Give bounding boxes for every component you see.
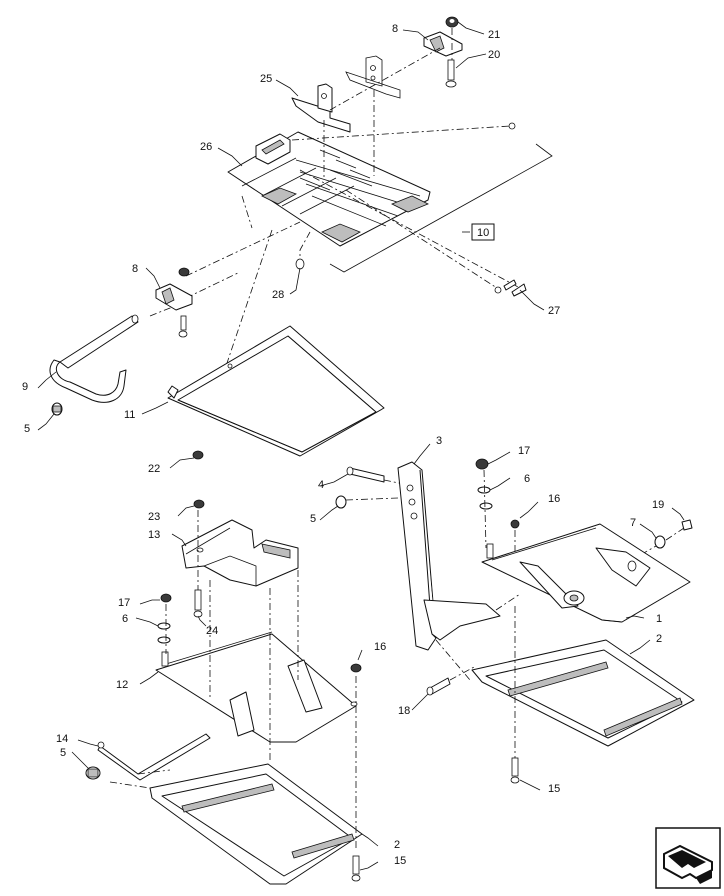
callout-26: 26 — [200, 141, 212, 153]
callout-labels: 8 21 20 25 26 28 27 8 9 5 11 22 23 13 17… — [22, 23, 664, 867]
part-21-nut-top — [445, 16, 459, 28]
part-12-base-plate — [155, 631, 358, 743]
callout-19: 19 — [652, 499, 664, 511]
callout-23: 23 — [148, 511, 160, 523]
callout-5-mid: 5 — [310, 513, 316, 525]
part-27-bolts — [494, 122, 527, 297]
callout-8: 8 — [392, 23, 398, 35]
part-9-tube-handle — [49, 314, 139, 403]
group-10-outline — [329, 143, 553, 273]
part-26-floor-plate-assembly — [227, 131, 431, 247]
callout-17: 17 — [118, 597, 130, 609]
callout-22: 22 — [148, 463, 160, 475]
callout-1: 1 — [656, 613, 662, 625]
callout-6: 6 — [122, 613, 128, 625]
part-4-pin — [346, 466, 385, 483]
callout-18: 18 — [398, 705, 410, 717]
callout-7: 7 — [630, 517, 636, 529]
assembly-line — [435, 593, 521, 681]
callout-12: 12 — [116, 679, 128, 691]
assembly-line — [165, 510, 357, 850]
callout-28: 28 — [272, 289, 284, 301]
assembly-line — [483, 469, 685, 563]
callout-16-right: 16 — [548, 493, 560, 505]
part-15-bolt-left — [351, 855, 361, 882]
part-1-mount-plate — [481, 523, 691, 623]
page-return-arrow-icon[interactable] — [655, 827, 721, 889]
callout-2-right: 2 — [656, 633, 662, 645]
callout-15-right: 15 — [548, 783, 560, 795]
callout-16: 16 — [374, 641, 386, 653]
assembly-line — [225, 195, 273, 367]
assembly-line — [109, 769, 171, 789]
callout-9: 9 — [22, 381, 28, 393]
callout-5: 5 — [24, 423, 30, 435]
part-28-nut — [295, 258, 305, 270]
part-5-clip-b — [85, 766, 101, 780]
part-3-support-arm — [397, 461, 501, 651]
part-19-bolt — [681, 519, 693, 531]
part-23-nut — [193, 499, 205, 509]
part-8-clamp-left — [155, 267, 193, 338]
callout-21: 21 — [488, 29, 500, 41]
callout-20: 20 — [488, 49, 500, 61]
assembly-line — [291, 125, 521, 291]
part-22-nut — [192, 450, 204, 460]
part-6-washers-right — [477, 486, 493, 510]
part-5-clip-a — [51, 402, 63, 416]
callout-14: 14 — [56, 733, 68, 745]
callout-10[interactable]: 10 — [477, 227, 489, 239]
callout-11: 11 — [124, 409, 135, 421]
callout-2-left: 2 — [394, 839, 400, 851]
callout-10-box[interactable]: 10 — [471, 223, 495, 241]
part-6-washers-left — [157, 622, 171, 644]
callout-4: 4 — [318, 479, 324, 491]
part-8-clamp-top — [423, 31, 463, 57]
callout-25: 25 — [260, 73, 272, 85]
part-11-tray — [167, 325, 385, 457]
part-15-bolt-right — [510, 757, 520, 784]
part-7-spacer — [654, 535, 666, 549]
callout-15-left: 15 — [394, 855, 406, 867]
part-14-rod — [97, 733, 211, 781]
part-5-clip-c — [335, 495, 347, 509]
assembly-line — [345, 479, 405, 501]
part-25-bracket-ghost — [345, 55, 401, 99]
part-17-nut-right — [475, 458, 489, 470]
part-25-bracket — [291, 83, 351, 133]
callout-3: 3 — [436, 435, 442, 447]
assembly-line — [323, 28, 453, 180]
part-16-nut-mid — [350, 663, 362, 673]
callout-13: 13 — [148, 529, 160, 541]
part-24-bolt — [193, 589, 203, 618]
callout-17-right: 17 — [518, 445, 530, 457]
part-20-bolt-top — [445, 59, 457, 88]
part-17-nut-left — [160, 593, 172, 603]
part-2-tray-left — [149, 763, 363, 885]
callout-6-right: 6 — [524, 473, 530, 485]
part-18-bolt — [426, 677, 451, 696]
callout-24: 24 — [206, 625, 218, 637]
callout-5-lower: 5 — [60, 747, 66, 759]
part-13-bracket — [181, 519, 299, 587]
callout-27: 27 — [548, 305, 560, 317]
callout-8-left: 8 — [132, 263, 138, 275]
leader-lines — [37, 21, 685, 871]
part-2-tray-right — [471, 639, 695, 747]
part-16-nut-right — [510, 519, 520, 529]
